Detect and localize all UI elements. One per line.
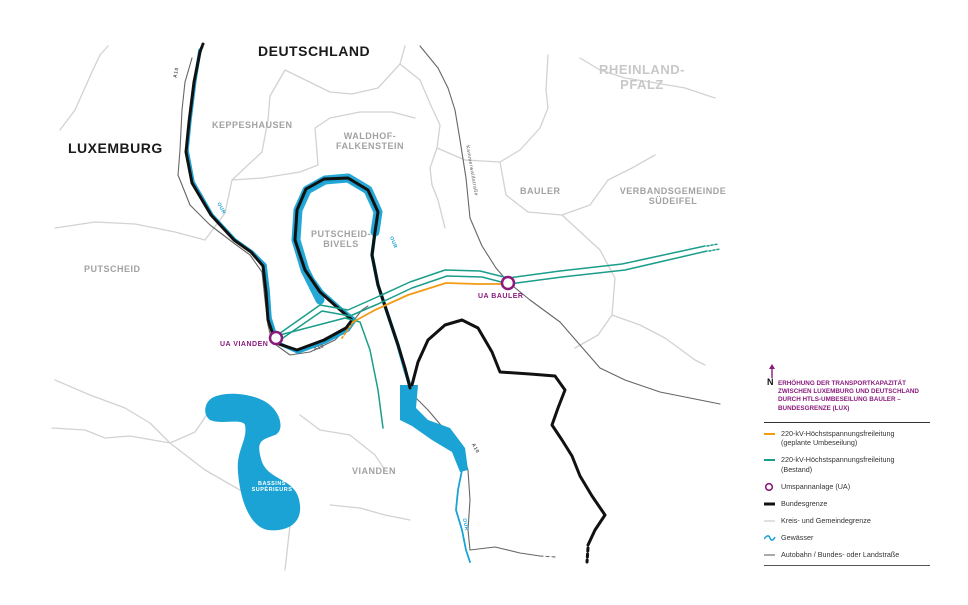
legend-title: ERHÖHUNG DER TRANSPORTKAPAZITÄT ZWISCHEN… xyxy=(778,380,919,412)
legend-item-label: 220-kV-Höchstspannungsfreileitung (Besta… xyxy=(781,455,895,474)
legend-item-existing-line: 220-kV-Höchstspannungsfreileitung (Besta… xyxy=(764,455,930,474)
our-river-south-stream xyxy=(455,469,471,563)
label-putscheid: PUTSCHEID xyxy=(84,264,141,274)
boundary-line xyxy=(499,154,656,216)
label-vg-suedeifel: VERBANDSGEMEINDE SÜDEIFEL xyxy=(619,186,727,207)
label-putscheid-bivels: PUTSCHEID- BIVELS xyxy=(310,229,371,250)
road-south xyxy=(469,546,541,557)
boundary-line xyxy=(204,69,286,241)
boundary-line xyxy=(314,111,416,166)
road-dashes xyxy=(539,555,557,558)
legend-item-label: Umspannanlage (UA) xyxy=(781,481,851,491)
label-ua-bauler: UA BAULER xyxy=(478,293,524,300)
legend-item-label: 220-kV-Höchstspannungsfreileitung (gepla… xyxy=(781,428,895,448)
legend-divider xyxy=(764,421,930,423)
legend-item-municipal-border: Kreis- und Gemeindegrenze xyxy=(764,516,930,526)
north-label: N xyxy=(767,377,774,387)
existing-line-dashes xyxy=(708,248,721,252)
border-dashes xyxy=(198,42,205,54)
legend-item-label: Kreis- und Gemeindegrenze xyxy=(781,515,871,525)
road-east xyxy=(507,281,721,405)
road-kammerwaldstrasse xyxy=(419,45,509,283)
boundary-line xyxy=(329,504,411,521)
north-arrow-icon xyxy=(769,364,775,378)
legend: N ERHÖHUNG DER TRANSPORTKAPAZITÄT ZWISCH… xyxy=(763,364,930,566)
north-arrow: N xyxy=(764,364,930,387)
boundary-line xyxy=(284,45,406,95)
border-dashes xyxy=(585,546,590,564)
legend-divider xyxy=(764,564,930,566)
boundary-line xyxy=(231,164,319,181)
border-line xyxy=(410,318,607,547)
power-lines xyxy=(275,243,721,429)
legend-item-label: Gewässer xyxy=(781,532,814,542)
label-bassins-superieurs: BASSINS SUPÉRIEURS xyxy=(251,481,293,494)
boundary-line xyxy=(169,409,211,444)
bassins-superieurs xyxy=(205,393,301,531)
planned-line xyxy=(352,282,508,323)
legend-item-planned-line: 220-kV-Höchstspannungsfreileitung (gepla… xyxy=(764,429,930,448)
label-river-our: OUR xyxy=(460,517,470,532)
legend-item-label: Autobahn / Bundes- oder Landstraße xyxy=(781,549,900,559)
planned-line-dashes xyxy=(341,321,354,339)
label-luxemburg: LUXEMBURG xyxy=(68,140,163,156)
municipal-boundaries xyxy=(51,45,716,571)
road-a10 xyxy=(271,305,369,356)
existing-line-dashes xyxy=(706,243,719,247)
substation-ua-vianden xyxy=(268,330,284,346)
our-river-south xyxy=(400,385,468,472)
label-rheinland-pfalz: RHEINLAND- PFALZ xyxy=(599,62,685,92)
boundary-line xyxy=(299,414,386,471)
boundary-line xyxy=(611,314,706,366)
substation-ua-bauler xyxy=(500,275,516,291)
label-deutschland: DEUTSCHLAND xyxy=(258,43,371,59)
legend-item-water: Gewässer xyxy=(763,532,930,543)
label-ua-vianden: UA VIANDEN xyxy=(220,341,269,348)
existing-line-branch xyxy=(275,317,384,429)
label-vianden: VIANDEN xyxy=(352,466,397,476)
boundary-line xyxy=(54,221,206,241)
boundary-line xyxy=(54,379,171,444)
legend-item-national-border: Bundesgrenze xyxy=(764,499,930,509)
label-keppeshausen: KEPPESHAUSEN xyxy=(212,120,293,130)
road-a10 xyxy=(177,57,273,343)
existing-line-main-a xyxy=(275,245,706,337)
legend-item-label: Bundesgrenze xyxy=(781,498,828,508)
label-waldhof-falkenstein: WALDHOF- FALKENSTEIN xyxy=(335,131,404,152)
boundary-line xyxy=(436,54,549,163)
boundary-line xyxy=(561,214,616,349)
existing-line-main-b xyxy=(279,250,708,341)
boundary-line xyxy=(59,45,109,131)
legend-item-road: Autobahn / Bundes- oder Landstraße xyxy=(764,550,930,560)
boundary-line xyxy=(579,57,716,99)
label-bauler: BAULER xyxy=(520,186,561,196)
legend-item-substation: Umspannanlage (UA) xyxy=(764,482,930,492)
